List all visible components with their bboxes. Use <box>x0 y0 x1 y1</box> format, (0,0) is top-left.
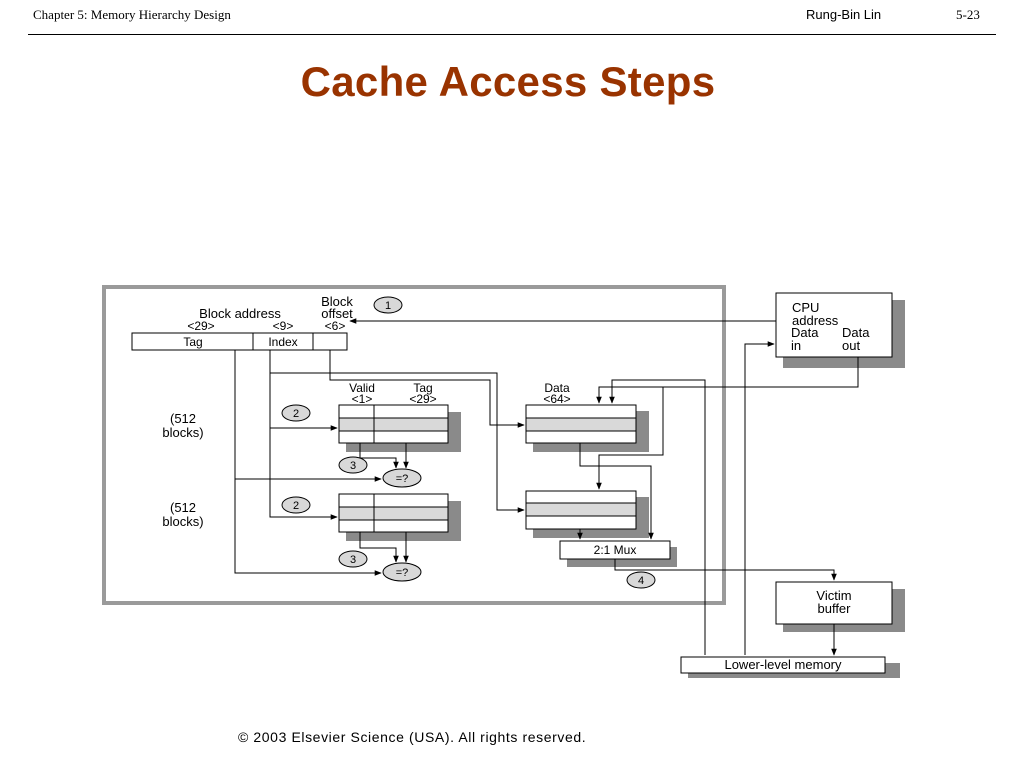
data-in-label-2: in <box>791 338 801 353</box>
victim-label-2: buffer <box>817 601 851 616</box>
step-3-number-bottom: 3 <box>350 554 356 566</box>
step-2-badge-top <box>281 404 311 422</box>
lower-level-memory: Lower-level memory <box>680 656 900 678</box>
step-3-badge-bottom <box>338 550 368 568</box>
data-out-label-1: Data <box>842 325 870 340</box>
comparator-bottom <box>382 562 422 582</box>
mux-2-to-1: 2:1 Mux <box>559 540 677 567</box>
tag-array-label: Tag <box>413 381 432 395</box>
cache-frame <box>102 285 726 605</box>
bank-1-label-2: blocks) <box>162 425 203 440</box>
valid-width: <1> <box>352 392 373 406</box>
step-1-number: 1 <box>385 300 391 312</box>
cpu-box: CPU address Data in Data out <box>775 292 905 368</box>
data-array-width: <64> <box>543 392 570 406</box>
tag-field: Tag <box>183 335 202 349</box>
block-offset-label-2: offset <box>321 306 353 321</box>
cpu-label: CPU <box>792 300 819 315</box>
step-4-number: 4 <box>638 575 644 587</box>
tag-array-bank-1 <box>338 404 461 452</box>
data-array-label: Data <box>544 381 570 395</box>
tag-array-bank-2 <box>338 493 461 541</box>
bank-2-label-2: blocks) <box>162 514 203 529</box>
index-field: Index <box>268 335 297 349</box>
copyright-notice: © 2003 Elsevier Science (USA). All right… <box>238 729 587 745</box>
chapter-header: Chapter 5: Memory Hierarchy Design <box>33 7 231 22</box>
page-number: 5-23 <box>956 7 980 22</box>
data-in-label-1: Data <box>791 325 819 340</box>
bank-2-label-1: (512 <box>170 500 196 515</box>
index-width: <9> <box>273 319 294 333</box>
step-2-number-bottom: 2 <box>293 500 299 512</box>
data-out-label-2: out <box>842 338 860 353</box>
comparator-top-label: =? <box>396 473 409 485</box>
cpu-address-label: address <box>792 313 839 328</box>
slide-title: Cache Access Steps <box>300 58 716 105</box>
comparator-top <box>382 468 422 488</box>
step-3-number-top: 3 <box>350 460 356 472</box>
comparator-bottom-label: =? <box>396 567 409 579</box>
step-3-badge-top <box>338 456 368 474</box>
step-1-badge <box>373 296 403 314</box>
step-4-badge <box>626 571 656 589</box>
offset-width: <6> <box>325 319 346 333</box>
victim-buffer: Victim buffer <box>775 581 905 632</box>
author-header: Rung-Bin Lin <box>806 7 882 22</box>
bank-1-label-1: (512 <box>170 411 196 426</box>
wiring <box>234 341 859 656</box>
address-fields: Block address Block offset <29> <9> <6> … <box>131 294 353 351</box>
lower-memory-label: Lower-level memory <box>724 657 842 672</box>
data-array-bank-1 <box>525 404 649 452</box>
step-2-number-top: 2 <box>293 408 299 420</box>
valid-label: Valid <box>349 381 375 395</box>
step-2-badge-bottom <box>281 496 311 514</box>
block-address-label: Block address <box>199 306 281 321</box>
victim-label-1: Victim <box>816 588 851 603</box>
data-array-bank-2 <box>525 490 649 538</box>
tag-array-width: <29> <box>409 392 436 406</box>
address-register <box>131 332 348 351</box>
tag-width: <29> <box>187 319 214 333</box>
header-divider <box>28 34 996 35</box>
block-offset-label-1: Block <box>321 294 353 309</box>
mux-label: 2:1 Mux <box>594 543 637 557</box>
